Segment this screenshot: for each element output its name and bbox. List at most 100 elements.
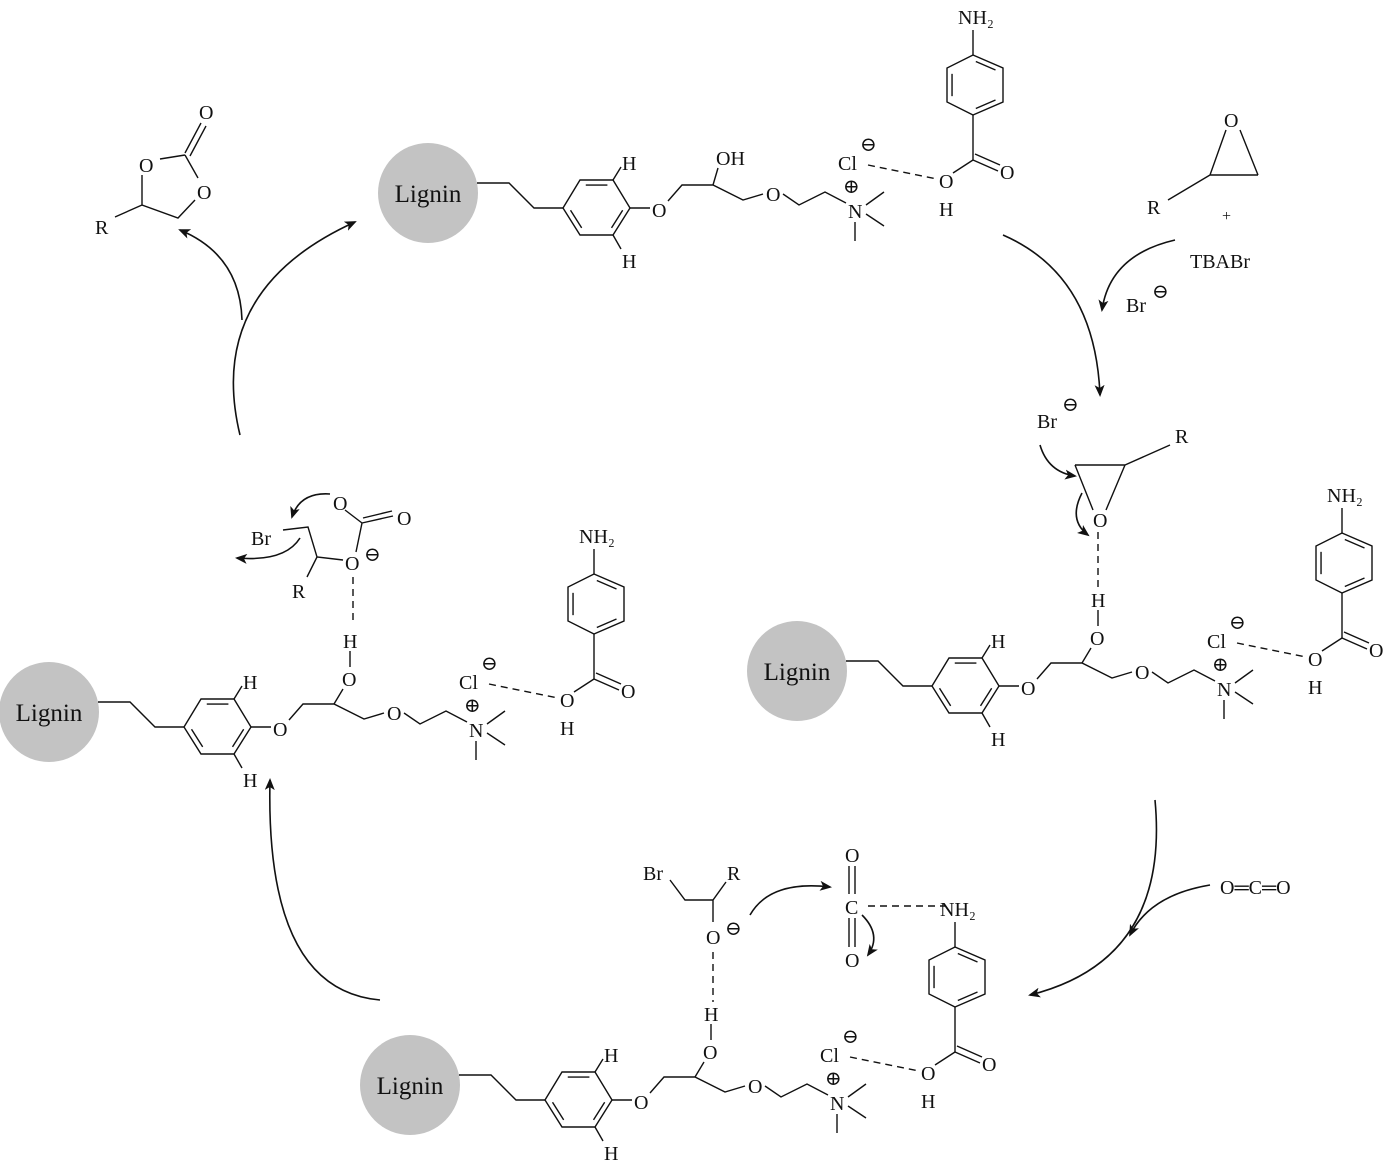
ring-hydrogen-top: H xyxy=(991,631,1005,653)
ring-hydrogen-bottom: H xyxy=(622,251,636,273)
bond xyxy=(190,728,204,748)
reagents: O R + TBABr Br ⊖ xyxy=(1126,110,1259,317)
epoxide-activation: Br ⊖ O R xyxy=(1037,394,1189,588)
bond xyxy=(1344,538,1365,549)
lignin-support xyxy=(0,662,99,762)
carbonyl-oxygen: O xyxy=(1369,640,1383,662)
bond xyxy=(952,159,974,174)
bond xyxy=(975,99,996,110)
hydroxyl-hydrogen: H xyxy=(1091,590,1105,612)
amino-group: NH₂ xyxy=(579,526,615,548)
lignin-support xyxy=(360,1035,460,1135)
co2-oxygen-1: O xyxy=(845,845,859,867)
acid-hydrogen: H xyxy=(921,1091,935,1113)
nitrogen: N xyxy=(469,720,483,742)
lignin-label: Lignin xyxy=(16,700,83,727)
carbonate-alkoxy-oxygen: O xyxy=(345,553,359,575)
hydroxyl-oxygen: O xyxy=(703,1042,717,1064)
hydrogen-bond xyxy=(488,683,559,699)
hydrogen-bond xyxy=(1236,642,1307,658)
alkoxide-oxygen: O xyxy=(706,927,720,949)
arrow-bottom-to-left xyxy=(264,778,381,1001)
amino-group: NH₂ xyxy=(940,899,976,921)
epoxide-bonds xyxy=(1167,129,1259,201)
carbonyl-oxygen: O xyxy=(199,102,213,124)
positive-charge: ⊕ xyxy=(825,1068,842,1090)
nitrogen: N xyxy=(848,201,862,223)
bond xyxy=(594,1058,604,1073)
positive-charge: ⊕ xyxy=(1212,654,1229,676)
arrow-nucleophilic-attack xyxy=(749,880,832,916)
bond xyxy=(231,728,245,748)
alkoxide-charge: ⊖ xyxy=(725,918,742,940)
carbonyl-oxygen: O xyxy=(621,681,635,703)
co2-carbon: C xyxy=(845,897,858,919)
arrow-bromide-attack xyxy=(1039,444,1077,480)
bond xyxy=(974,153,1001,166)
bond xyxy=(612,234,622,250)
arrow-co2-feed xyxy=(1129,884,1211,937)
bond xyxy=(957,952,978,963)
glyceryl-chain xyxy=(1036,662,1133,680)
negative-charge: ⊖ xyxy=(1229,612,1246,634)
catalyst-units: LigninHHOOHON⊕Cl⊖OHONH₂LigninHHOOHON⊕Cl⊖… xyxy=(0,7,1383,1165)
alkoxide-bonds xyxy=(669,879,727,922)
acid-oxygen: O xyxy=(560,690,574,712)
bond xyxy=(594,1126,604,1142)
carbonyl-oxygen: O xyxy=(1000,162,1014,184)
carbonate-oxygen: O xyxy=(333,493,347,515)
aminobenzoic-ring xyxy=(1315,532,1373,594)
bond xyxy=(694,1061,705,1078)
bond xyxy=(981,712,991,728)
ring-hydrogen-top: H xyxy=(243,672,257,694)
aminobenzoic-ring xyxy=(946,54,1004,116)
r-group: R xyxy=(292,581,306,603)
acid-oxygen: O xyxy=(939,171,953,193)
bond xyxy=(596,579,617,590)
bond xyxy=(712,167,719,186)
ring-oxygen-2: O xyxy=(197,182,211,204)
epoxide-r-group: R xyxy=(1147,197,1161,219)
nitrogen: N xyxy=(1217,679,1231,701)
bond xyxy=(938,687,952,707)
hydrogen-bond xyxy=(867,164,938,180)
epoxide-oxygen: O xyxy=(1224,110,1238,132)
arrow-product-release xyxy=(178,229,243,321)
bond xyxy=(596,618,617,629)
arrow-electron-shift xyxy=(861,914,878,957)
bond xyxy=(847,1105,867,1119)
ether-oxygen: O xyxy=(1021,678,1035,700)
bromide-label: Br xyxy=(1037,411,1057,433)
arrow-bromide-leaving xyxy=(235,537,301,564)
positive-charge: ⊕ xyxy=(464,695,481,717)
carbonate-carbonyl-oxygen: O xyxy=(397,508,411,530)
bond xyxy=(612,166,622,181)
chloride: Cl xyxy=(838,153,857,175)
bond xyxy=(865,213,885,227)
bond xyxy=(847,1083,867,1098)
hydroxyl-oxygen: O xyxy=(342,669,356,691)
tbabr-label: TBABr xyxy=(1190,251,1250,273)
co2-oxygen-2: O xyxy=(845,950,859,972)
hydroxyl-group: OH xyxy=(716,148,745,170)
ether-oxygen-2: O xyxy=(748,1076,762,1098)
arrow-intramolecular-attack xyxy=(290,493,331,519)
cyclic-carbonate-product: O O O R xyxy=(95,102,213,239)
lignin-label: Lignin xyxy=(377,1073,444,1100)
acid-hydrogen: H xyxy=(1308,677,1322,699)
bond xyxy=(573,678,595,693)
ether-oxygen: O xyxy=(634,1092,648,1114)
ring-closure: O O Br O ⊖ R xyxy=(235,493,411,625)
nitrogen: N xyxy=(830,1093,844,1115)
carbonyl-oxygen: O xyxy=(982,1054,996,1076)
cycle-arrows xyxy=(178,221,1211,1001)
bond xyxy=(233,753,243,769)
lignin-support xyxy=(378,143,478,243)
ethyl-linker xyxy=(459,1074,545,1101)
bond xyxy=(595,672,622,685)
bond xyxy=(486,732,506,746)
